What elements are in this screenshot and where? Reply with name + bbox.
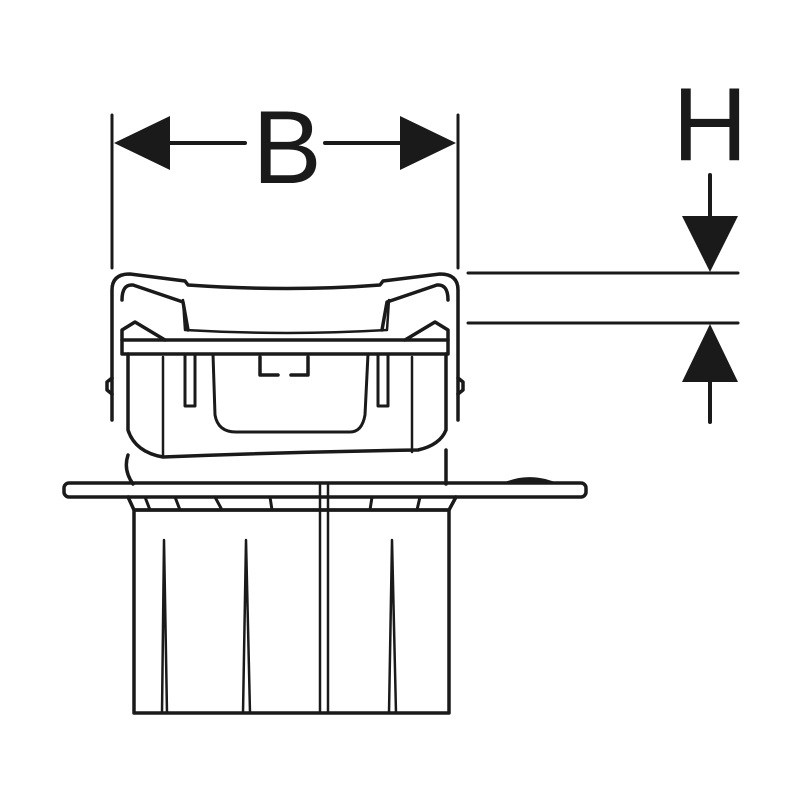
basket-body — [126, 352, 448, 459]
width-dimension: B — [110, 90, 460, 270]
basket-top-panel — [181, 298, 391, 335]
basket-rim — [120, 338, 450, 356]
center-latch — [258, 355, 310, 377]
height-label: H — [672, 67, 747, 183]
flange-tab — [504, 477, 556, 484]
width-label: B — [252, 90, 321, 206]
flange — [62, 481, 588, 499]
drain-part — [62, 272, 588, 715]
outlet-cylinder — [132, 508, 451, 715]
arrow-left-icon — [114, 116, 170, 170]
arrow-down-icon — [682, 216, 738, 272]
flange-ribs — [143, 495, 422, 512]
basket-side-clips — [120, 320, 450, 342]
body-ribs — [183, 352, 390, 408]
cylinder-ribs — [160, 538, 398, 715]
body-seams — [161, 355, 414, 459]
body-window — [211, 352, 370, 434]
arrow-right-icon — [400, 116, 456, 170]
arrow-up-icon — [682, 324, 738, 382]
basket-frame-outer — [110, 272, 460, 422]
height-dimension: H — [466, 67, 748, 424]
basket-frame-inner — [120, 283, 450, 332]
side-knobs — [105, 376, 465, 396]
